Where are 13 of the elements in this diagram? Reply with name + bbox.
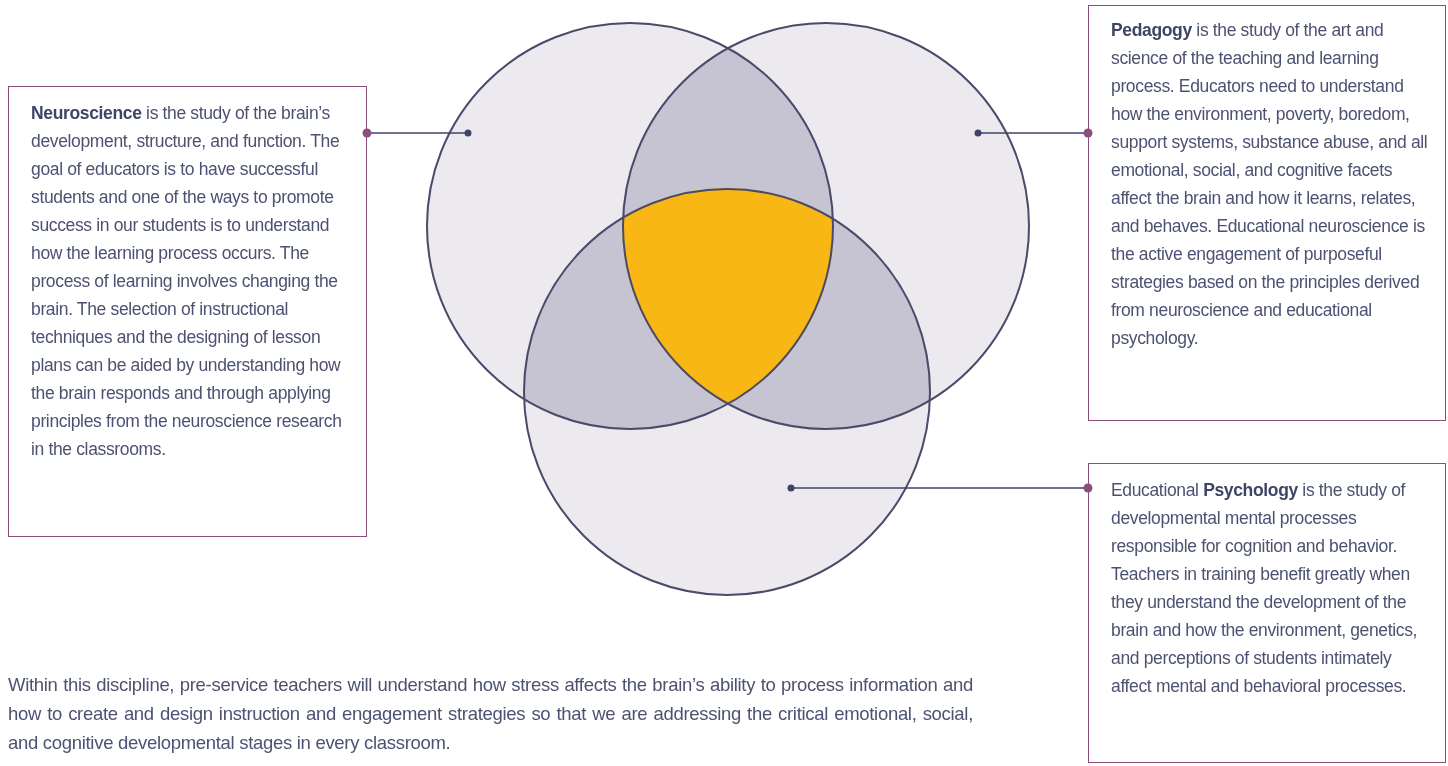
text-box (1088, 5, 1446, 421)
text-box (1088, 463, 1446, 763)
text-box (8, 86, 367, 537)
description-text: Neuroscience is the study of the brain’s development, structure, and function. The goal of educators is to have successful students and one of the ways to promote success in our students is to understand how the learning process occurs. The process of learning involves changing the brain. The selection of instructional techniques and the designing of lesson plans can be aided by understanding how the brain responds and through applying principles from the neuroscience research in the classrooms. (31, 102, 343, 461)
description-text: Educational Psychology is the study of developmental mental processes responsible for cognition and behavior. Teachers in training benefit greatly when they understand the development of the brain and how the environment, genetics, and perceptions of students intimately affect mental and behavioral processes. (1111, 479, 1419, 698)
leader-line (974, 128, 1093, 138)
venn-circle (523, 188, 931, 596)
note-paragraph: Within this discipline, pre-service teachers will understand how stress affects the brain’s ability to process information and how to create and design instruction and engagement strategies so that we are addressing the critical emotional, social, and cognitive developmental stages in every classroom. (8, 673, 973, 755)
description-text: Pedagogy is the study of the art and science of the teaching and learning process. Educators need to understand how the environment, poverty, boredom, support systems, substance abuse, and all emotional, social, and cognitive facets affect the brain and how it learns, relates, and behaves. Educational neuroscience is the active engagement of purposeful strategies based on the principles derived from neuroscience and educational psychology. (1111, 19, 1429, 350)
venn-circle (622, 22, 1030, 430)
leader-line (787, 483, 1093, 493)
venn-circle (426, 22, 834, 430)
leader-line (362, 128, 472, 138)
